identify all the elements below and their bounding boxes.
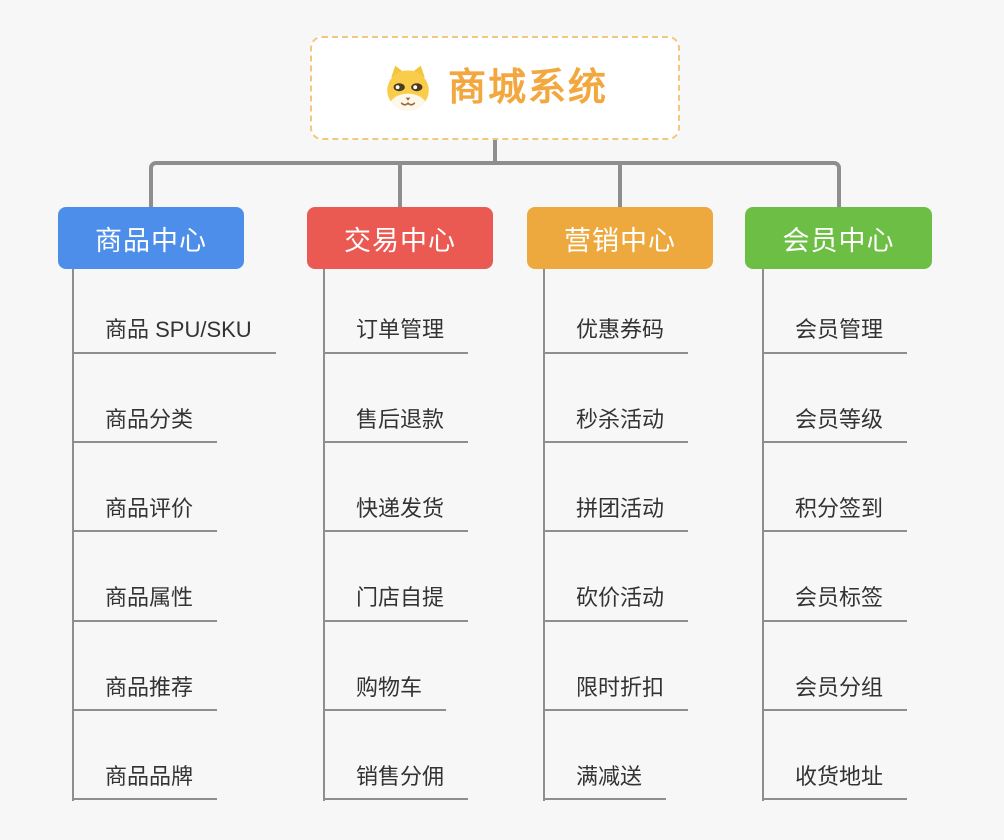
leaf-row: 商品 SPU/SKU: [72, 265, 276, 354]
leaf-node[interactable]: 限时折扣: [543, 674, 689, 712]
leaf-node[interactable]: 订单管理: [323, 316, 469, 354]
leaf-row: 秒杀活动: [543, 354, 689, 444]
leaf-node[interactable]: 会员等级: [762, 406, 908, 444]
leaf-row: 商品评价: [72, 443, 276, 533]
leaf-node[interactable]: 售后退款: [323, 406, 469, 444]
leaf-node[interactable]: 会员管理: [762, 316, 908, 354]
spine-line-members: [762, 269, 764, 801]
leaf-node[interactable]: 会员标签: [762, 584, 908, 622]
leaf-column-members: 会员管理会员等级积分签到会员标签会员分组收货地址: [762, 265, 908, 801]
leaf-row: 门店自提: [323, 532, 469, 622]
leaf-node[interactable]: 满减送: [543, 763, 667, 801]
leaf-row: 满减送: [543, 711, 688, 801]
branch-bus-line: [149, 161, 841, 207]
leaf-node[interactable]: 会员分组: [762, 674, 908, 712]
leaf-row: 商品分类: [72, 354, 276, 444]
leaf-node[interactable]: 商品评价: [72, 495, 218, 533]
drop-line-trade: [398, 163, 402, 207]
leaf-node[interactable]: 砍价活动: [543, 584, 689, 622]
leaf-row: 销售分佣: [323, 711, 469, 801]
leaf-row: 收货地址: [762, 711, 908, 801]
leaf-node[interactable]: 快递发货: [323, 495, 469, 533]
leaf-node[interactable]: 商品品牌: [72, 763, 218, 801]
leaf-column-trade: 订单管理售后退款快递发货门店自提购物车销售分佣: [323, 265, 469, 801]
leaf-node[interactable]: 商品属性: [72, 584, 218, 622]
leaf-row: 订单管理: [323, 265, 469, 354]
leaf-row: 商品推荐: [72, 622, 276, 712]
leaf-row: 砍价活动: [543, 532, 689, 622]
leaf-node[interactable]: 商品分类: [72, 406, 218, 444]
leaf-node[interactable]: 购物车: [323, 674, 447, 712]
drop-line-marketing: [618, 163, 622, 207]
leaf-node[interactable]: 积分签到: [762, 495, 908, 533]
leaf-node[interactable]: 秒杀活动: [543, 406, 689, 444]
leaf-row: 拼团活动: [543, 443, 689, 533]
leaf-row: 会员分组: [762, 622, 908, 712]
leaf-node[interactable]: 商品推荐: [72, 674, 218, 712]
spine-line-products: [72, 269, 74, 801]
leaf-node[interactable]: 拼团活动: [543, 495, 689, 533]
spine-line-marketing: [543, 269, 545, 801]
branch-node-products[interactable]: 商品中心: [58, 207, 244, 269]
leaf-row: 会员等级: [762, 354, 908, 444]
leaf-row: 商品属性: [72, 532, 276, 622]
leaf-node[interactable]: 收货地址: [762, 763, 908, 801]
root-title: 商城系统: [447, 67, 608, 109]
leaf-column-products: 商品 SPU/SKU 商品分类商品评价商品属性商品推荐商品品牌: [72, 265, 276, 801]
branch-node-trade[interactable]: 交易中心: [307, 207, 493, 269]
leaf-row: 购物车: [323, 622, 468, 712]
leaf-row: 优惠券码: [543, 265, 689, 354]
spine-line-trade: [323, 269, 325, 801]
leaf-row: 会员管理: [762, 265, 908, 354]
root-stem-line: [493, 140, 497, 165]
leaf-row: 售后退款: [323, 354, 469, 444]
branch-node-marketing[interactable]: 营销中心: [527, 207, 713, 269]
leaf-row: 商品品牌: [72, 711, 276, 801]
leaf-node[interactable]: 商品 SPU/SKU: [72, 316, 276, 354]
leaf-row: 快递发货: [323, 443, 469, 533]
leaf-node[interactable]: 销售分佣: [323, 763, 469, 801]
branch-node-members[interactable]: 会员中心: [745, 207, 932, 269]
leaf-column-marketing: 优惠券码秒杀活动拼团活动砍价活动限时折扣满减送: [543, 265, 689, 801]
leaf-node[interactable]: 优惠券码: [543, 316, 689, 354]
dog-face-icon: [387, 65, 429, 111]
leaf-row: 会员标签: [762, 532, 908, 622]
leaf-node[interactable]: 门店自提: [323, 584, 469, 622]
root-node[interactable]: 商城系统: [310, 36, 680, 140]
leaf-row: 积分签到: [762, 443, 908, 533]
leaf-row: 限时折扣: [543, 622, 689, 712]
